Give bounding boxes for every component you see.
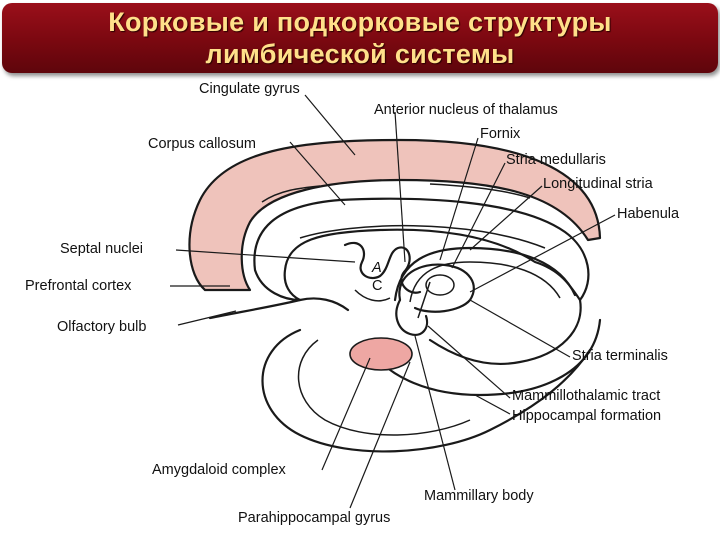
- parahippocampal-inner-line: [297, 339, 471, 436]
- cingulate-ridge-2: [429, 183, 531, 199]
- leader-parahippocampal-gyrus: [349, 361, 411, 509]
- label-septal-nuclei: Septal nuclei: [60, 241, 143, 257]
- label-amygdaloid-complex: Amygdaloid complex: [152, 462, 287, 478]
- leader-mammillothalamic-tract: [427, 325, 511, 399]
- leader-amygdaloid-complex: [321, 357, 371, 471]
- septal-lower-line: [354, 289, 391, 302]
- label-mammillothalamic-tract: Mammillothalamic tract: [512, 388, 660, 404]
- leader-corpus-callosum: [289, 141, 346, 206]
- callosum-inner-line: [299, 224, 546, 249]
- leader-anterior-nucleus: [394, 111, 406, 263]
- thalamus-shape: [398, 263, 475, 313]
- mammillothalamic-tract-shape: [417, 281, 431, 319]
- leader-habenula: [469, 214, 616, 293]
- olfactory-bulb-shape: [208, 297, 350, 320]
- mammillary-body-shape: [395, 298, 429, 336]
- septal-glyph-a: A: [371, 260, 382, 276]
- parahippocampal-gyrus-shape: [261, 328, 592, 453]
- label-anterior-nucleus-thalamus: Anterior nucleus of thalamus: [374, 102, 558, 118]
- label-stria-terminalis: Stria terminalis: [572, 348, 668, 364]
- label-olfactory-bulb: Olfactory bulb: [57, 319, 146, 335]
- title-bar: Корковые и подкорковые структуры лимбиче…: [2, 3, 718, 73]
- label-fornix: Fornix: [480, 126, 521, 142]
- label-prefrontal-cortex: Prefrontal cortex: [25, 278, 132, 294]
- leader-olfactory-bulb: [177, 310, 237, 326]
- leader-fornix: [439, 137, 479, 261]
- leader-septal-nuclei: [175, 249, 356, 263]
- amygdaloid-complex-shape: [349, 337, 413, 371]
- corpus-callosum-shape: [253, 197, 590, 302]
- fornix-inner-line: [409, 261, 561, 303]
- slide-title-line-1: Корковые и подкорковые структуры: [108, 7, 612, 37]
- anterior-nucleus-shape: [425, 274, 455, 296]
- slide-title-line-2: лимбической системы: [205, 39, 515, 69]
- label-habenula: Habenula: [617, 206, 680, 222]
- septal-area-shape: [343, 241, 422, 294]
- label-corpus-callosum: Corpus callosum: [148, 136, 256, 152]
- leader-cingulate-gyrus: [304, 94, 356, 156]
- leader-longitudinal-stria: [469, 185, 543, 251]
- leader-hippocampal-formation: [474, 394, 511, 415]
- septal-glyph-c: C: [372, 278, 382, 294]
- label-parahippocampal-gyrus: Parahippocampal gyrus: [238, 510, 390, 526]
- label-cingulate-gyrus: Cingulate gyrus: [199, 81, 300, 97]
- label-hippocampal-formation: Hippocampal formation: [512, 408, 661, 424]
- cingulate-ridge-1: [261, 185, 321, 203]
- label-longitudinal-stria: Longitudinal stria: [543, 176, 654, 192]
- fornix-shape: [393, 246, 577, 302]
- leader-stria-medullaris: [451, 162, 506, 269]
- leader-mammillary-body: [414, 335, 456, 491]
- leader-stria-terminalis: [469, 299, 571, 358]
- label-mammillary-body: Mammillary body: [424, 488, 534, 504]
- label-stria-medullaris: Stria medullaris: [506, 152, 606, 168]
- stria-terminalis-shape: [428, 298, 582, 366]
